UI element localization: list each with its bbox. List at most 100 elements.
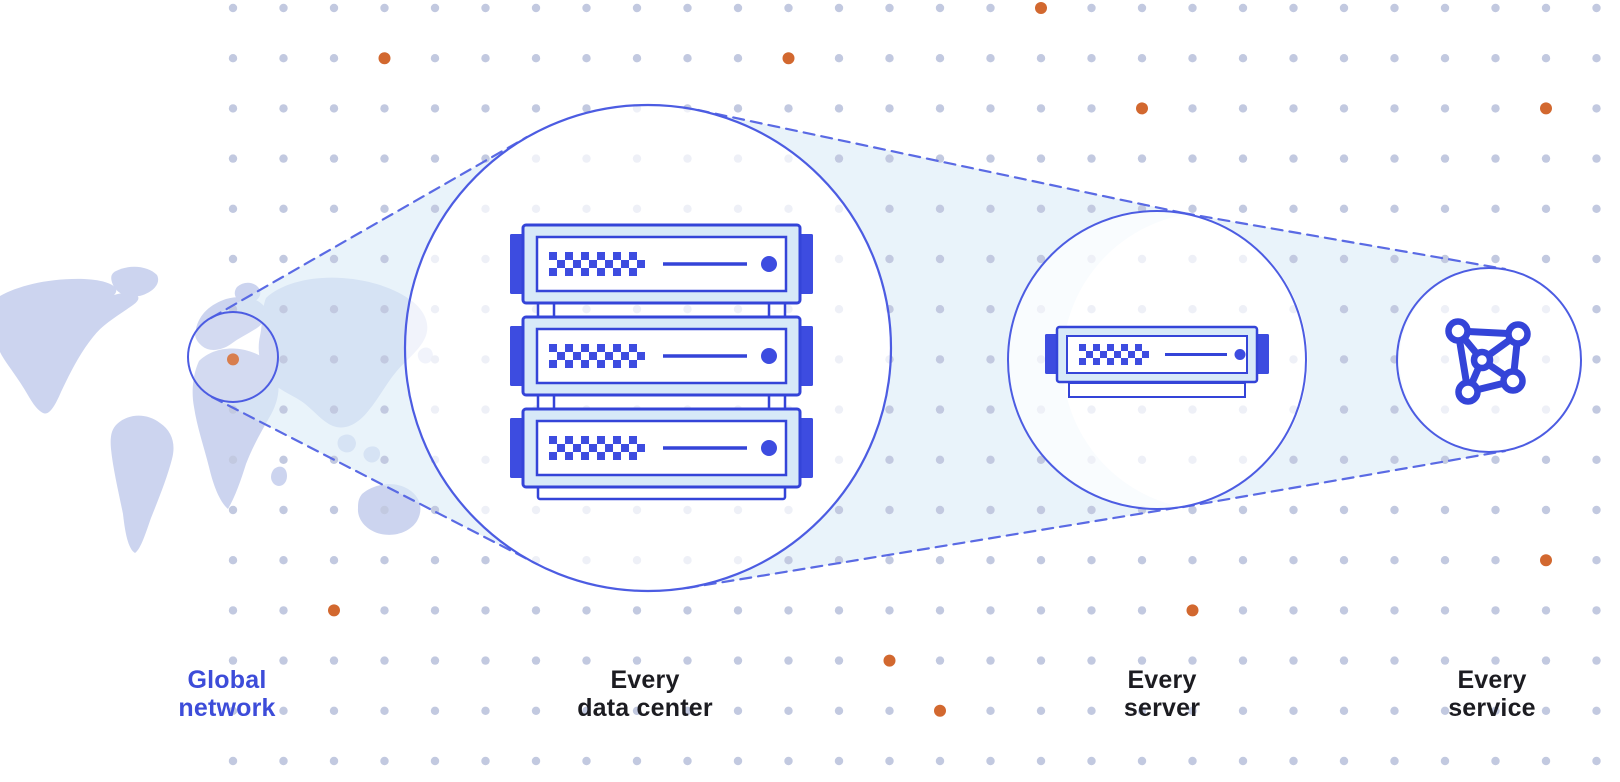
grid-dot [329,355,339,364]
grid-dot [329,104,339,113]
grid-dot [1036,606,1046,615]
grid-dot [380,756,389,766]
grid-dot [380,505,389,515]
grid-dot [1238,505,1248,515]
island-madagascar [271,466,287,487]
grid-dot [228,706,238,715]
grid-dot [1592,756,1601,766]
grid-dot [531,3,541,13]
grid-dot [632,706,642,715]
grid-dot [1390,606,1399,615]
grid-dot [481,154,490,163]
grid-dot [1491,756,1500,766]
grid-dot [1339,656,1349,665]
grid-dot [1491,54,1500,63]
grid-dot [279,505,288,515]
grid-dot-orange [378,52,391,65]
grid-dot [1289,54,1298,63]
grid-dot [430,756,440,766]
grid-dot [1238,656,1248,665]
grid-dot [1238,104,1248,113]
grid-dot [1289,606,1298,615]
grid-dot [1137,656,1147,665]
grid-dot [632,3,642,13]
grid-dot [733,756,743,766]
grid-dot [885,54,894,63]
grid-dot [784,706,793,715]
grid-dot [1541,505,1551,515]
label-global-network: Global network [97,666,357,722]
grid-dot [1188,556,1197,565]
grid-dot [1491,505,1500,515]
grid-dot [1238,204,1248,213]
grid-dot [1491,3,1500,13]
grid-dot [380,104,389,113]
grid-dot [1188,3,1197,13]
grid-dot [531,656,541,665]
grid-dot [1592,455,1601,464]
grid-dot [279,405,288,414]
grid-dot [885,154,894,163]
grid-dot [935,556,945,565]
grid-dot [986,204,995,213]
grid-dot [1491,455,1500,464]
grid-dot [228,606,238,615]
grid-dot [228,104,238,113]
map-highlight-circle [187,311,279,403]
grid-dot [1339,154,1349,163]
grid-dot [279,254,288,264]
grid-dot [1440,254,1450,264]
grid-dot [1289,706,1298,715]
grid-dot [1592,556,1601,565]
grid-dot [1137,606,1147,615]
grid-dot [228,756,238,766]
grid-dot [1289,505,1298,515]
grid-dot [986,104,995,113]
grid-dot [1390,254,1399,264]
grid-dot [430,204,440,213]
grid-dot [935,204,945,213]
grid-dot [1390,104,1399,113]
grid-dot [1238,154,1248,163]
dashed-line-datacenter-lower [685,505,1183,590]
grid-dot [1592,355,1601,364]
grid-dot [1137,54,1147,63]
grid-dot [1390,405,1399,414]
grid-dot [329,204,339,213]
grid-dot [430,154,440,163]
grid-dot [834,706,844,715]
grid-dot [1137,556,1147,565]
grid-dot [885,254,894,264]
label-every-data-center: Every data center [515,666,775,722]
grid-dot [279,305,288,314]
grid-dot [1036,505,1046,515]
grid-dot [1339,405,1349,414]
grid-dot [1289,3,1298,13]
grid-dot [380,706,389,715]
grid-dot [1087,505,1096,515]
grid-dot [279,756,288,766]
grid-dot [1339,455,1349,464]
grid-dot [784,756,793,766]
grid-dot [834,656,844,665]
grid-dot [784,606,793,615]
grid-dot [1087,104,1096,113]
grid-dot [1390,505,1399,515]
grid-dot [279,355,288,364]
grid-dot-orange [1540,102,1552,115]
grid-dot [1440,104,1450,113]
grid-dot [1036,556,1046,565]
grid-dot [885,756,894,766]
grid-dot [329,54,339,63]
grid-dot-orange [227,353,239,366]
grid-dot [1390,305,1399,314]
grid-dot [885,405,894,414]
grid-dot [1188,54,1197,63]
grid-dot [279,104,288,113]
grid-dot [329,756,339,766]
grid-dot [1440,505,1450,515]
grid-dot [1339,505,1349,515]
grid-dot [1440,756,1450,766]
grid-dot [228,505,238,515]
